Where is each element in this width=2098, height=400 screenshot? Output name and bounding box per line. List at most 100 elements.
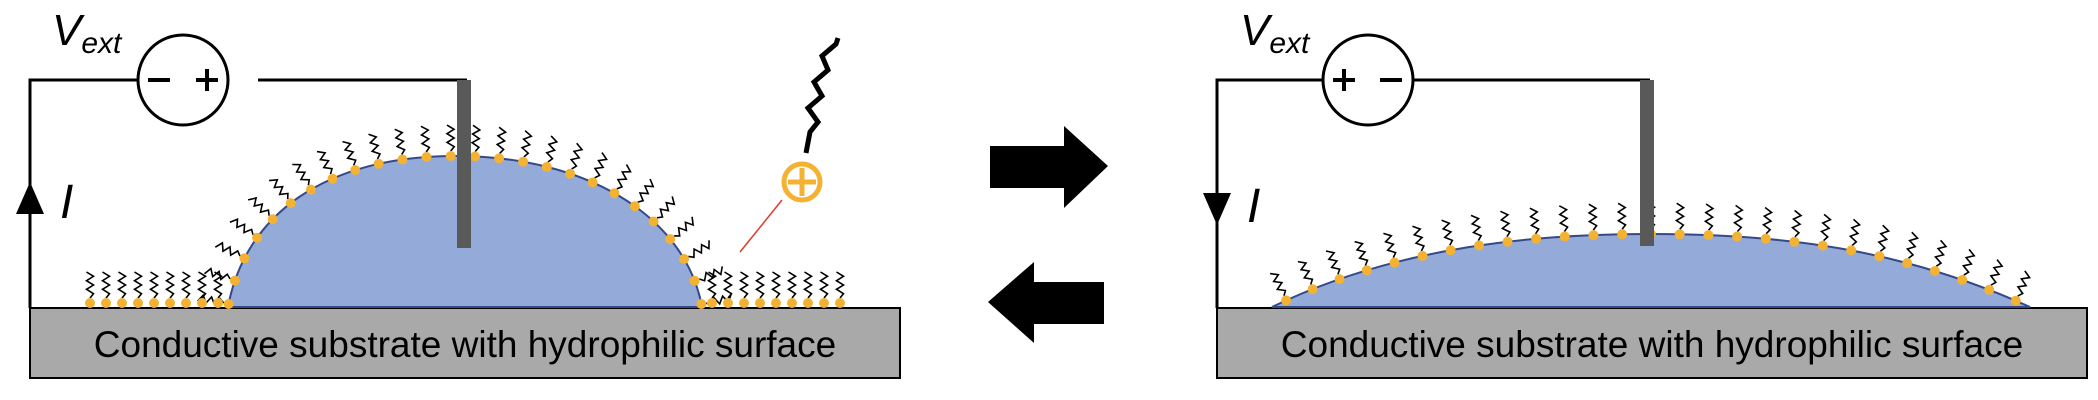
surfactant-tail [616, 164, 632, 190]
surface-surfactant-tail [164, 271, 176, 299]
surfactant-tail [674, 216, 695, 237]
surfactant-head [1502, 236, 1513, 247]
surfactant-head [1307, 284, 1318, 295]
left-panel: Conductive substrate with hydrophilic su… [16, 6, 901, 379]
surface-surfactant-tail [84, 271, 96, 299]
surfactant-tail [569, 142, 584, 170]
surfactant-head [565, 168, 576, 179]
surfactant-tail [1587, 203, 1598, 231]
right-substrate [1216, 307, 2088, 379]
surfactant-tail [1732, 204, 1744, 233]
surfactant-inset [739, 37, 841, 253]
surfactant-head [1334, 274, 1345, 285]
surface-surfactant-tail [818, 271, 830, 299]
surfactant-head [1531, 233, 1542, 244]
surface-surfactant-head [835, 298, 845, 308]
surfactant-head [350, 165, 361, 176]
right-current-arrow-down-icon [1203, 193, 1231, 225]
left-voltage-label: Vext [52, 6, 123, 60]
right-panel: Conductive substrate with hydrophilic su… [1203, 6, 2088, 379]
right-voltage-source-icon [1321, 33, 1415, 127]
surfactant-head [470, 151, 480, 162]
surfactant-head [1957, 274, 1968, 285]
surface-surfactant-head [149, 298, 159, 308]
surfactant-head [2010, 295, 2021, 306]
surface-surfactant-head [771, 298, 781, 308]
surfactant-tail [656, 196, 676, 219]
surfactant-head [494, 153, 505, 164]
right-voltage-label: Vext [1240, 6, 1311, 60]
surfactant-tail [1412, 225, 1426, 252]
surfactant-head [1760, 233, 1771, 244]
transition-arrows [988, 126, 1108, 343]
surfactant-head [518, 156, 529, 167]
surfactant-head [1846, 245, 1857, 256]
surfactant-tail [1269, 272, 1287, 297]
surfactant-tail [445, 124, 456, 152]
surface-surfactant-head [165, 298, 175, 308]
surfactant-head [541, 161, 552, 172]
left-source-polarity [148, 69, 218, 91]
surfactant-head [327, 173, 338, 184]
right-substrate-label: Conductive substrate with hydrophilic su… [1281, 324, 2023, 365]
surfactant-tail [1325, 250, 1341, 275]
left-substrate-label: Conductive substrate with hydrophilic su… [94, 324, 836, 365]
surface-surfactant-tail [802, 271, 814, 299]
surface-surfactant-head [181, 298, 191, 308]
surfactant-head [1588, 230, 1599, 241]
surfactant-head [1789, 236, 1800, 247]
surfactant-head [285, 198, 296, 209]
left-circuit-wire [28, 78, 138, 308]
left-voltage-source-icon [136, 33, 230, 127]
left-electrode [457, 80, 471, 248]
surfactant-head [1703, 230, 1714, 241]
surfactant-head [1732, 231, 1743, 242]
right-droplet-surfactants [1269, 202, 2032, 306]
surface-surfactant-tail [116, 271, 128, 299]
surface-surfactant-tail [786, 271, 798, 299]
surfactant-tail [1761, 206, 1774, 235]
surfactant-head [1417, 250, 1428, 261]
surfactant-head [1361, 265, 1372, 276]
right-current-label: I [1247, 180, 1260, 233]
surface-surfactant-tail [834, 271, 846, 299]
surfactant-head [267, 214, 278, 225]
surfactant-tail [1848, 218, 1862, 247]
surfactant-tail [1529, 207, 1540, 235]
surface-surfactant-head [819, 298, 829, 308]
left-current-arrow-up-icon [16, 182, 44, 214]
surface-surfactant-tail [770, 271, 782, 299]
right-electrode [1640, 80, 1654, 246]
surface-surfactant-tail [148, 271, 160, 299]
right-circuit-wire [1215, 78, 1323, 308]
surfactant-tail [1905, 231, 1919, 259]
surface-surfactant-tail [738, 271, 750, 299]
surfactant-head [629, 201, 640, 212]
surfactant-tail [593, 152, 608, 179]
surface-surfactant-tail [196, 271, 208, 299]
arrow-left-icon [988, 262, 1104, 343]
surfactant-tail [368, 133, 382, 160]
surface-surfactant-head [707, 298, 717, 308]
surface-surfactant-tail [132, 271, 144, 299]
surface-surfactant-head [133, 298, 143, 308]
surfactant-head [648, 216, 659, 227]
surface-surfactant-head [803, 298, 813, 308]
surface-surfactant-tail [212, 271, 224, 299]
surfactant-head [239, 253, 250, 264]
surfactant-head [1559, 231, 1570, 242]
surfactant-tail [688, 240, 710, 259]
surfactant-tail [1616, 202, 1627, 230]
surface-surfactant-head [739, 298, 749, 308]
surfactant-head [1984, 284, 1995, 295]
surfactant-tail [1558, 205, 1569, 233]
surfactant-tail [419, 125, 431, 153]
left-current-label: I [60, 176, 73, 229]
surfactant-tail [394, 128, 406, 156]
surfactant-head [1902, 258, 1913, 269]
surfactant-head [696, 299, 707, 309]
surfactant-head [587, 177, 598, 188]
surfactant-tail [1674, 202, 1686, 230]
surface-surfactant-head [213, 298, 223, 308]
